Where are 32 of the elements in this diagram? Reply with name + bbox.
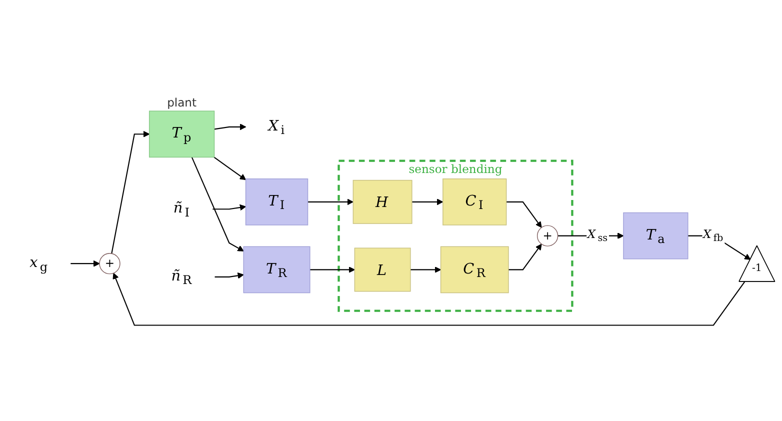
arrow	[214, 124, 246, 130]
arrow	[310, 266, 355, 273]
arrow	[412, 198, 444, 206]
edge-label: X$_{fb}$	[703, 227, 724, 244]
node-text: X$_{i}$	[268, 116, 285, 138]
arrow	[508, 244, 542, 270]
arrow	[506, 201, 542, 228]
arrow	[191, 156, 244, 252]
arrow	[214, 156, 246, 180]
arrow	[410, 266, 442, 273]
node-text: ñ$_{I}$	[173, 199, 190, 220]
arrow	[111, 130, 150, 254]
node-box	[352, 180, 412, 224]
node-box	[245, 178, 308, 226]
node-box	[623, 212, 688, 260]
arrow	[214, 272, 244, 279]
node-text: ñ$_{R}$	[171, 266, 192, 288]
node-box	[440, 246, 509, 294]
arrow	[212, 204, 246, 211]
node-box	[148, 110, 215, 158]
cluster	[338, 160, 574, 312]
node-box	[243, 246, 310, 294]
arrow	[70, 260, 100, 267]
node-box	[442, 178, 507, 226]
node-circle	[536, 225, 558, 246]
arrow	[112, 272, 746, 326]
edge-label: X$_{ss}$	[587, 227, 608, 244]
block-caption: plant	[167, 96, 196, 110]
node-box	[354, 248, 411, 292]
node-text: x$_{g}$	[30, 253, 48, 274]
arrow	[308, 198, 354, 206]
node-circle	[99, 252, 120, 274]
